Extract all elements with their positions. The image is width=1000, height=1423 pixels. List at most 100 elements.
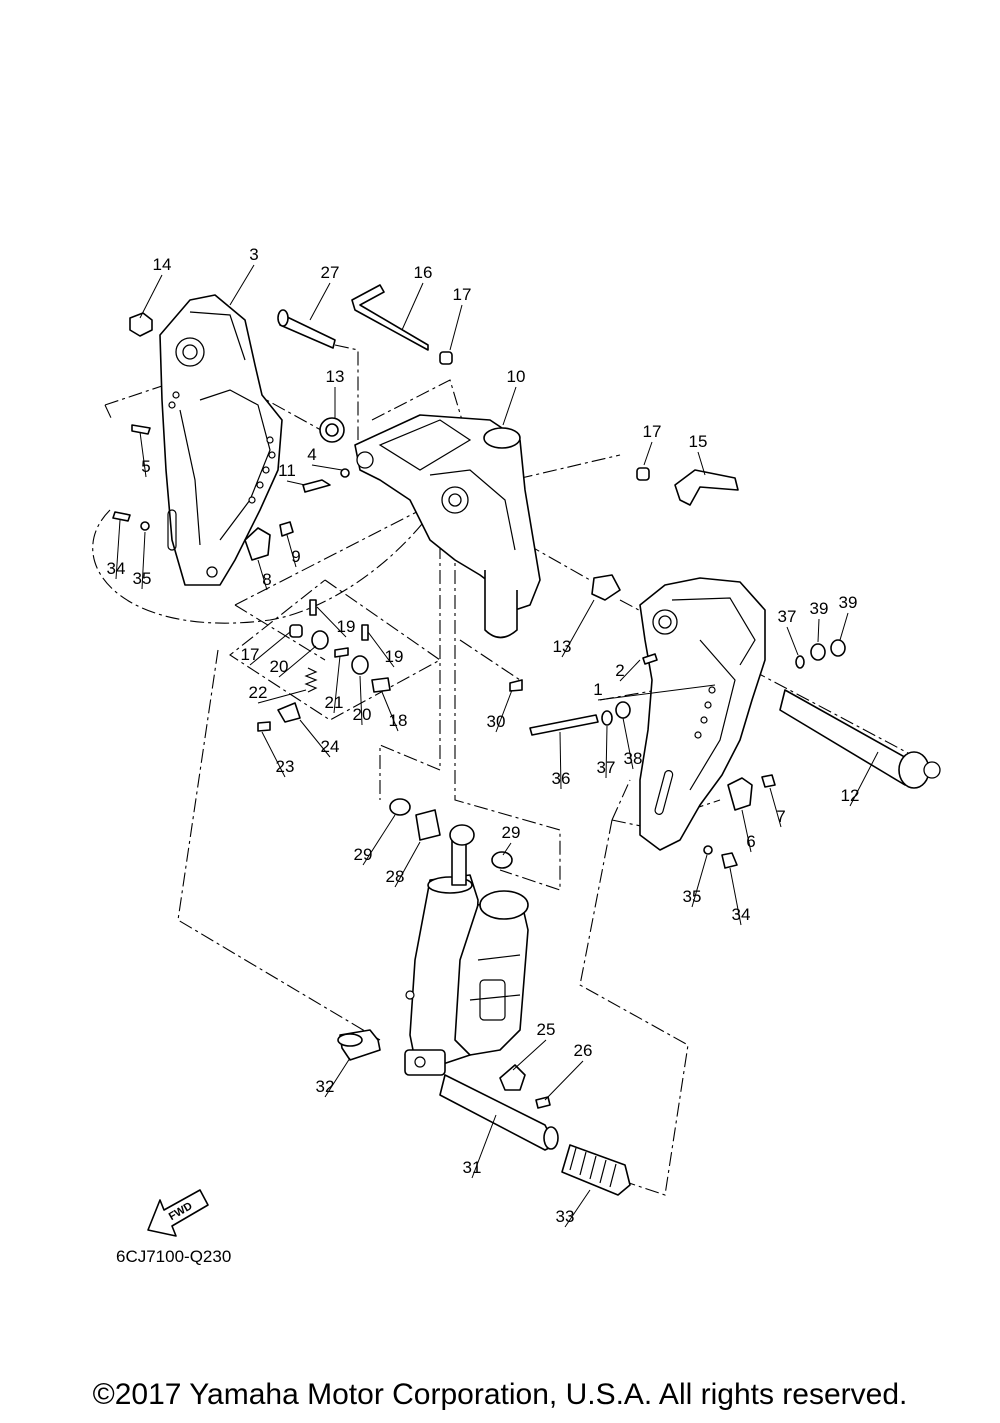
callout-c11: 11 bbox=[278, 461, 296, 480]
leader-line-c20a bbox=[278, 645, 317, 678]
leader-line-c24 bbox=[299, 719, 331, 758]
callout-c33: 33 bbox=[556, 1207, 575, 1226]
leader-line-c19b bbox=[367, 631, 395, 668]
leader-line-c2 bbox=[619, 659, 641, 682]
leader-line-c38 bbox=[622, 717, 634, 770]
callout-c17c: 17 bbox=[241, 645, 260, 664]
callout-c17a: 17 bbox=[453, 285, 472, 304]
leader-line-c36 bbox=[559, 731, 562, 790]
callout-c4: 4 bbox=[307, 445, 316, 464]
callout-c30: 30 bbox=[487, 712, 506, 731]
callout-c39b: 39 bbox=[839, 593, 858, 612]
callout-c18: 18 bbox=[389, 711, 408, 730]
leader-line-c3 bbox=[229, 264, 255, 306]
clamp-bracket-right bbox=[639, 577, 766, 851]
leader-line-c39b bbox=[839, 612, 849, 641]
callout-c25: 25 bbox=[537, 1020, 556, 1039]
diagram-code: 6CJ7100-Q230 bbox=[116, 1247, 232, 1266]
callout-c15: 15 bbox=[689, 432, 708, 451]
callout-c39a: 39 bbox=[810, 599, 829, 618]
callout-c8: 8 bbox=[262, 570, 271, 589]
power-trim-tilt-unit bbox=[404, 824, 529, 1076]
callout-c35a: 35 bbox=[133, 569, 152, 588]
leader-line-c34a bbox=[115, 519, 121, 580]
leader-line-c39a bbox=[817, 618, 820, 643]
callout-c27: 27 bbox=[321, 263, 340, 282]
leader-line-c9 bbox=[286, 534, 297, 568]
leader-line-c13b bbox=[561, 599, 595, 658]
callout-c38: 38 bbox=[624, 749, 643, 768]
callout-c13a: 13 bbox=[326, 367, 345, 386]
leader-line-c37a bbox=[786, 626, 799, 656]
leader-line-c28 bbox=[394, 841, 421, 888]
leader-line-c31 bbox=[471, 1114, 497, 1179]
leader-line-c18 bbox=[381, 691, 399, 732]
clamp-bracket-left bbox=[159, 294, 283, 586]
leader-line-c17b bbox=[643, 441, 653, 466]
callout-c35b: 35 bbox=[683, 887, 702, 906]
leader-line-c35a bbox=[141, 531, 146, 590]
leader-line-c19a bbox=[316, 606, 347, 638]
callout-c22: 22 bbox=[249, 683, 268, 702]
callout-c28: 28 bbox=[386, 867, 405, 886]
leader-line-c25 bbox=[512, 1039, 547, 1071]
callout-c32: 32 bbox=[316, 1077, 335, 1096]
leader-line-c17c bbox=[249, 631, 291, 666]
callout-c6: 6 bbox=[746, 832, 755, 851]
callout-c34b: 34 bbox=[732, 905, 751, 924]
fwd-arrow bbox=[147, 1189, 209, 1237]
leader-line-c30 bbox=[495, 689, 513, 733]
callout-c26: 26 bbox=[574, 1041, 593, 1060]
leader-line-c12 bbox=[849, 751, 879, 807]
leader-line-c5 bbox=[139, 431, 147, 478]
leader-line-c32 bbox=[324, 1057, 351, 1098]
callout-c3: 3 bbox=[249, 245, 258, 264]
callout-c37b: 37 bbox=[597, 758, 616, 777]
callout-c9: 9 bbox=[291, 547, 300, 566]
leader-line-c29b bbox=[362, 814, 396, 866]
leader-line-c15 bbox=[697, 451, 706, 476]
callout-c29a: 29 bbox=[502, 823, 521, 842]
leader-line-c4 bbox=[311, 464, 343, 471]
leader-line-c8 bbox=[257, 559, 268, 591]
leader-line-c29a bbox=[502, 842, 512, 856]
callout-c21: 21 bbox=[325, 693, 344, 712]
callout-c20a: 20 bbox=[270, 657, 289, 676]
callout-c10: 10 bbox=[507, 367, 526, 386]
copyright-notice: ©2017 Yamaha Motor Corporation, U.S.A. A… bbox=[92, 1378, 908, 1411]
leader-line-c27 bbox=[309, 282, 331, 321]
callout-c7: 7 bbox=[776, 807, 785, 826]
leader-lines bbox=[115, 264, 879, 1228]
leader-line-c22 bbox=[257, 689, 307, 704]
callout-c1: 1 bbox=[593, 680, 602, 699]
leader-line-c26 bbox=[544, 1060, 584, 1101]
callout-c19b: 19 bbox=[385, 647, 404, 666]
callout-c12: 12 bbox=[841, 786, 860, 805]
leader-line-c11 bbox=[286, 480, 306, 486]
bushing-33 bbox=[561, 1144, 631, 1196]
callout-c2: 2 bbox=[615, 661, 624, 680]
callout-c20b: 20 bbox=[353, 705, 372, 724]
callout-c34a: 34 bbox=[107, 559, 126, 578]
swivel-bracket bbox=[354, 414, 541, 639]
leader-line-c17a bbox=[449, 304, 463, 351]
callout-c29b: 29 bbox=[354, 845, 373, 864]
leader-line-c16 bbox=[401, 282, 424, 331]
callout-c17b: 17 bbox=[643, 422, 662, 441]
leader-line-c34b bbox=[729, 867, 742, 926]
callout-c16: 16 bbox=[414, 263, 433, 282]
leader-line-c23 bbox=[261, 731, 286, 778]
leader-line-c6 bbox=[741, 809, 752, 853]
leader-line-c21 bbox=[333, 655, 341, 714]
leader-line-c10 bbox=[502, 386, 517, 426]
small-parts bbox=[112, 284, 846, 1109]
callout-c31: 31 bbox=[463, 1158, 482, 1177]
callout-c13b: 13 bbox=[553, 637, 572, 656]
callout-c36: 36 bbox=[552, 769, 571, 788]
tilt-tube-12 bbox=[779, 689, 941, 789]
callout-c14a: 14 bbox=[153, 255, 172, 274]
callout-c19a: 19 bbox=[337, 617, 356, 636]
callout-c5: 5 bbox=[141, 457, 150, 476]
leader-line-c14a bbox=[139, 274, 163, 319]
